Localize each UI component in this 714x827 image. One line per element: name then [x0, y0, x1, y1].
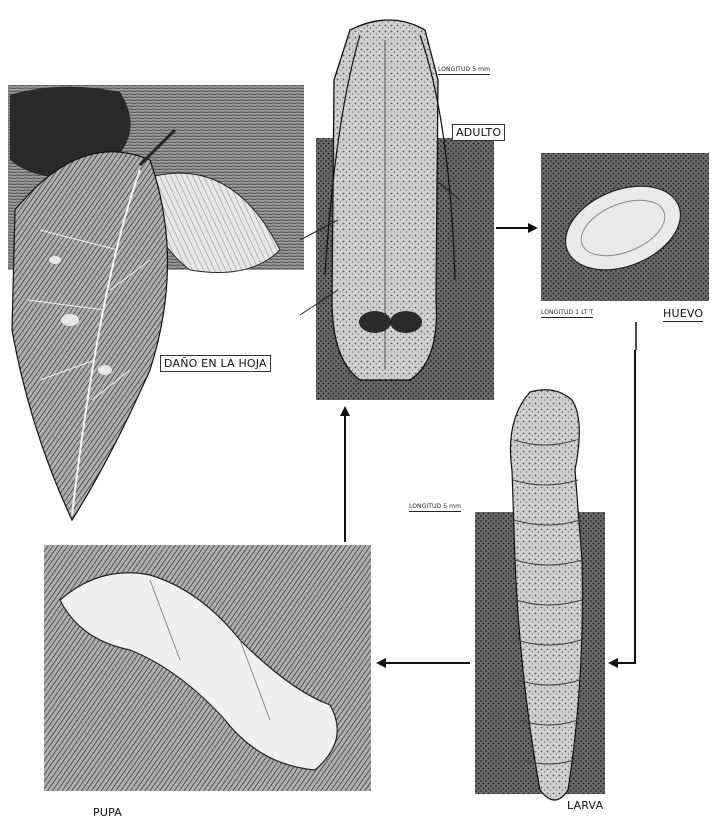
pupa-label: PUPA — [93, 806, 122, 819]
leaf-main — [12, 152, 168, 520]
adult-moth-spot — [359, 311, 391, 333]
adult-label: ADULTO — [452, 124, 505, 141]
arrow-egg-to-larva — [610, 350, 635, 663]
adult-length-label: LONGITUD 5 mm — [438, 66, 490, 75]
damage-label: DAÑO EN LA HOJA — [160, 355, 271, 372]
adult-moth-illustration — [300, 20, 494, 400]
larva-illustration — [475, 390, 605, 800]
leaf-damage-spot — [49, 256, 61, 264]
larva-length-label: LONGITUD 5 mm — [409, 503, 461, 512]
egg-label: HUEVO — [663, 307, 703, 322]
leaf-damage-spot — [61, 314, 79, 326]
egg-illustration — [541, 153, 709, 301]
leaf-damage-spot — [98, 365, 112, 375]
pupa-illustration — [44, 545, 371, 791]
damaged-leaf-illustration — [8, 85, 304, 520]
egg-length-label: LONGITUD 1 LT T — [541, 309, 593, 318]
adult-moth-spot — [390, 311, 422, 333]
larva-label: LARVA — [567, 799, 603, 812]
